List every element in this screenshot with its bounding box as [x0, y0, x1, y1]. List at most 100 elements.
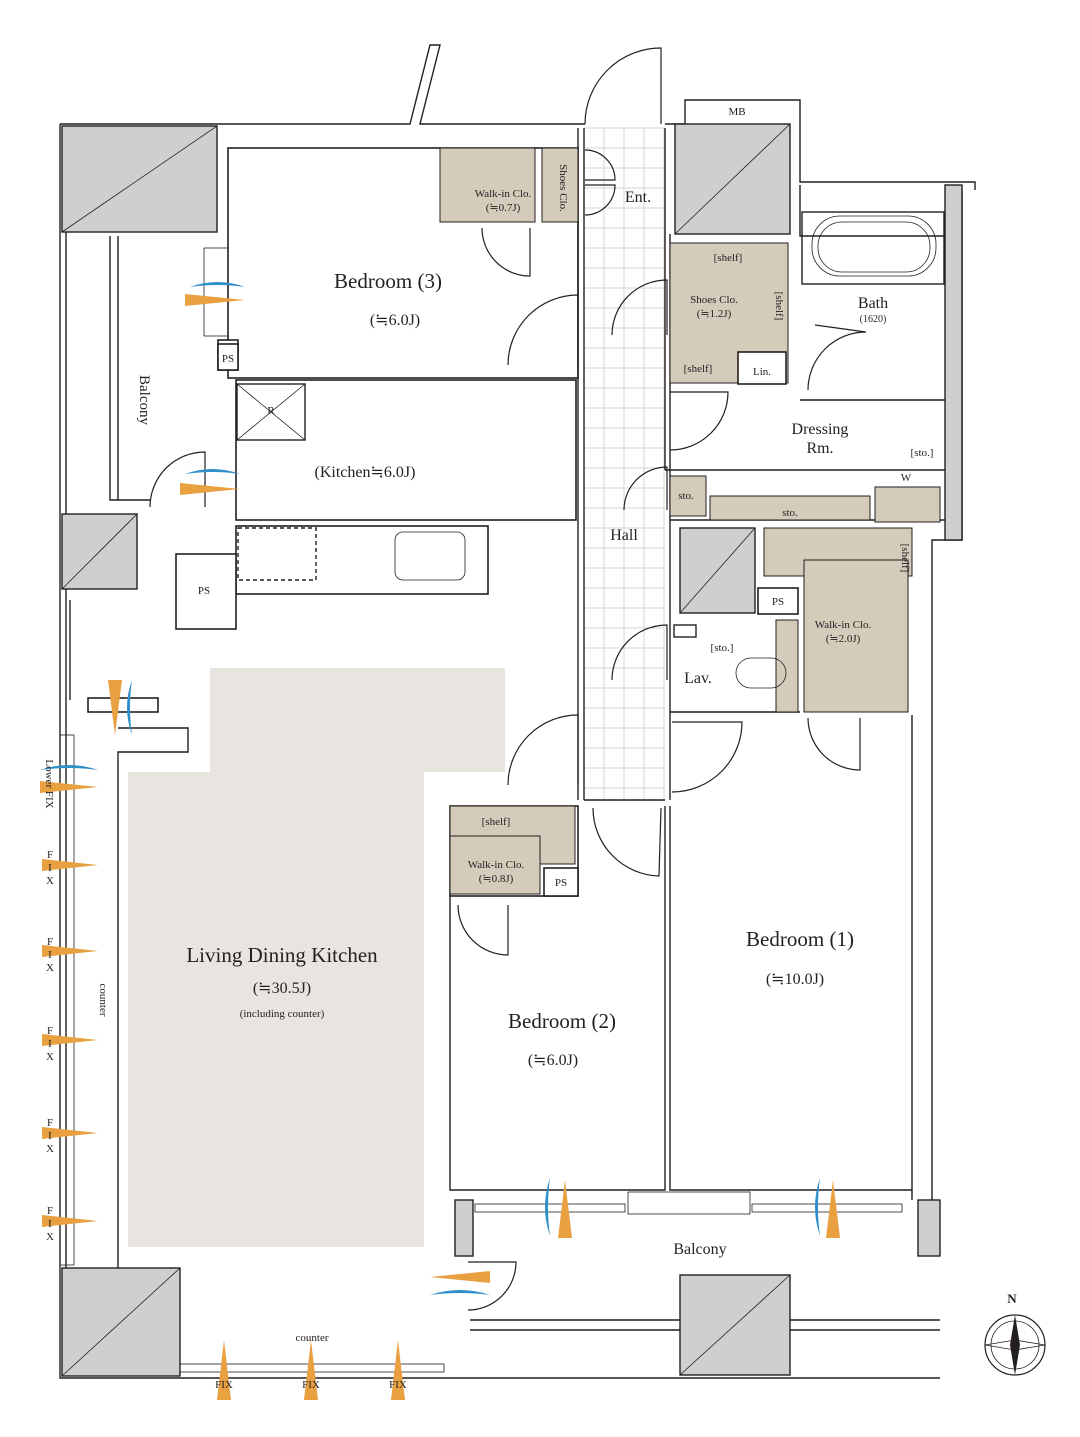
washer-label: W	[901, 472, 912, 484]
fix-bottom-3: FIX	[389, 1379, 407, 1391]
ps-label-4: PS	[555, 877, 567, 889]
doors	[149, 47, 867, 1311]
bathtub	[801, 211, 945, 285]
airflow-markers	[40, 282, 840, 1400]
windows	[59, 247, 903, 1373]
airflow-orange-marker	[180, 483, 240, 495]
bedroom2-size: (≒6.0J)	[528, 1052, 578, 1069]
dressing-line1: Dressing	[792, 421, 849, 438]
interior-walls	[69, 128, 945, 1268]
compass	[984, 1314, 1046, 1376]
airflow-orange-marker	[40, 781, 98, 793]
hall-tile-grid	[583, 127, 665, 800]
bath-name: Bath	[858, 295, 888, 312]
dressing-line2: Rm.	[806, 440, 833, 457]
airflow-orange-marker	[430, 1271, 490, 1283]
bedroom1-name: Bedroom (1)	[746, 927, 854, 951]
fix-stacked-letter: X	[46, 875, 54, 887]
fix-stacked-letter: F	[47, 1117, 53, 1129]
sto-bracket-lav: [sto.]	[711, 642, 734, 654]
sto-label-1: sto.	[678, 490, 694, 502]
counter-bottom-label: counter	[296, 1332, 329, 1344]
fix-stacked-letter: I	[48, 862, 52, 874]
kitchen-fixtures	[236, 383, 466, 581]
counter-left-label: counter	[97, 984, 109, 1017]
airflow-orange-marker	[304, 1340, 318, 1400]
wic-right-line2: (≒2.0J)	[826, 633, 861, 645]
bedroom3-size: (≒6.0J)	[370, 312, 420, 329]
mb-label: MB	[728, 106, 745, 118]
fix-stacked-letter: X	[46, 1051, 54, 1063]
shoes-main-line2: (≒1.2J)	[697, 308, 732, 320]
ldk-name: Living Dining Kitchen	[186, 943, 378, 967]
airflow-orange-marker	[558, 1180, 572, 1238]
ldk-note: (including counter)	[240, 1008, 325, 1020]
ps-label-2: PS	[198, 585, 210, 597]
shelf-label-b2: [shelf]	[482, 816, 511, 828]
airflow-orange-marker	[42, 1034, 98, 1046]
airflow-blue-marker	[545, 1178, 550, 1236]
airflow-blue-marker	[127, 680, 132, 735]
fix-stacked-letter: I	[48, 949, 52, 961]
fix-bottom-1: FIX	[215, 1379, 233, 1391]
linen-label: Lin.	[753, 366, 771, 378]
airflow-orange-marker	[108, 680, 122, 735]
airflow-blue-marker	[40, 765, 98, 770]
entrance-name: Ent.	[625, 189, 651, 206]
fix-stacked-letter: I	[48, 1130, 52, 1142]
airflow-orange-marker	[185, 294, 245, 306]
bedroom2-name: Bedroom (2)	[508, 1009, 616, 1033]
shoes-top-label: Shoes Clo.	[557, 164, 569, 212]
sto-label-2: sto.	[782, 507, 798, 519]
shelf-label-wic-right: [shelf]	[899, 544, 911, 573]
airflow-orange-marker	[42, 1127, 98, 1139]
sto-bracket-label: [sto.]	[911, 447, 934, 459]
shelf-label-shoes-side: [shelf]	[773, 292, 785, 321]
airflow-orange-marker	[826, 1180, 840, 1238]
shelf-label-shoes-bottom: [shelf]	[684, 363, 713, 375]
fix-stacked-letter: X	[46, 962, 54, 974]
wic-top-line2: (≒0.7J)	[486, 202, 521, 214]
structural-columns	[61, 123, 963, 1377]
fix-stacked-letter: F	[47, 849, 53, 861]
ldk-floor	[128, 668, 505, 1247]
shoes-main-line1: Shoes Clo.	[690, 294, 738, 306]
fix-stacked-letter: X	[46, 1143, 54, 1155]
compass-north: N	[1007, 1291, 1017, 1306]
bath-size: (1620)	[860, 314, 887, 325]
airflow-blue-marker	[430, 1290, 490, 1295]
fix-bottom-2: FIX	[302, 1379, 320, 1391]
airflow-orange-marker	[42, 859, 98, 871]
kitchen-name: (Kitchen≒6.0J)	[315, 464, 416, 481]
shelf-label-shoes-top: [shelf]	[714, 252, 743, 264]
balcony-bottom-label: Balcony	[673, 1241, 726, 1258]
fix-stacked-letter: F	[47, 1025, 53, 1037]
airflow-orange-marker	[217, 1340, 231, 1400]
closets	[439, 147, 941, 895]
airflow-blue-marker	[185, 469, 240, 474]
airflow-orange-marker	[42, 945, 98, 957]
wic-top-line1: Walk-in Clo.	[475, 188, 532, 200]
fix-stacked-letter: F	[47, 1205, 53, 1217]
airflow-orange-marker	[391, 1340, 405, 1400]
lavatory-basin	[673, 624, 787, 689]
airflow-orange-marker	[42, 1215, 98, 1227]
balcony-left-label: Balcony	[136, 375, 152, 425]
wic-b2-line2: (≒0.8J)	[479, 873, 514, 885]
fridge-label: R	[267, 405, 275, 417]
fix-stacked-letter: I	[48, 1038, 52, 1050]
fix-stacked-letter: X	[46, 1231, 54, 1243]
bedroom1-size: (≒10.0J)	[766, 971, 824, 988]
airflow-blue-marker	[815, 1178, 820, 1236]
wic-right-line1: Walk-in Clo.	[815, 619, 872, 631]
wic-b2-line1: Walk-in Clo.	[468, 859, 525, 871]
ps-label-1: PS	[222, 353, 234, 365]
lower-fix-label: Lower FIX	[43, 759, 55, 808]
fix-stacked-letter: F	[47, 936, 53, 948]
airflow-blue-marker	[190, 282, 245, 287]
ldk-size: (≒30.5J)	[253, 980, 311, 997]
ps-markers: PS PS PS PS	[198, 343, 799, 897]
bedroom3-name: Bedroom (3)	[334, 269, 442, 293]
